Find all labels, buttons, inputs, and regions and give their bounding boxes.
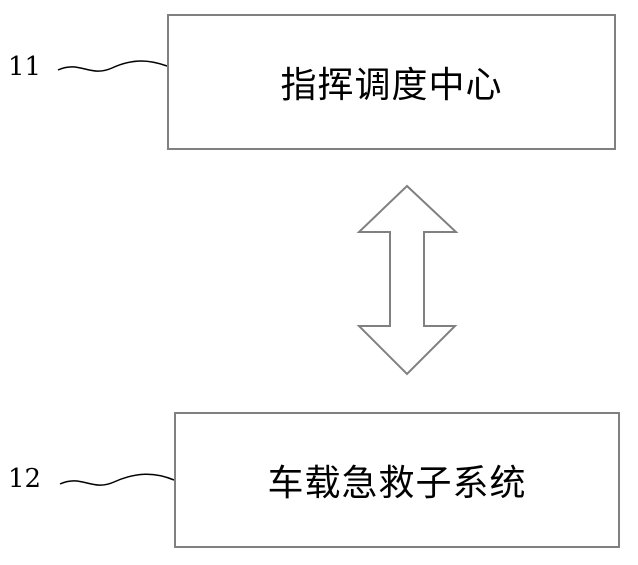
vehicle-emergency-subsystem-label: 车载急救子系统 [267,463,527,504]
command-dispatch-center-box: 指挥调度中心 [167,14,616,150]
leader-line-11 [57,60,168,72]
vehicle-emergency-subsystem-box: 车载急救子系统 [174,412,620,548]
reference-number-11: 11 [8,52,42,82]
command-dispatch-center-label: 指挥调度中心 [280,65,503,106]
bidirectional-arrow [356,184,459,376]
reference-number-12: 12 [8,464,42,494]
leader-line-12 [59,473,175,486]
